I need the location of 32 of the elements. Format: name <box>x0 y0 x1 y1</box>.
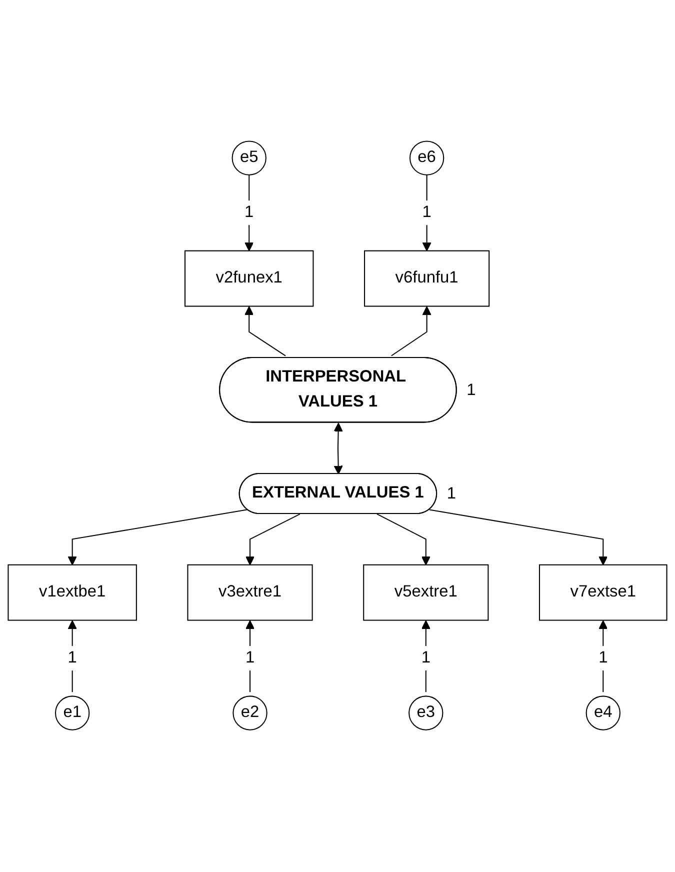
edge-label: 1 <box>421 649 430 667</box>
edge-label: 1 <box>422 204 432 222</box>
arrow <box>244 175 254 252</box>
node-circle: e6 <box>409 141 444 176</box>
edge-label: 1 <box>598 649 608 667</box>
node-circle: e1 <box>54 696 90 731</box>
arrow <box>244 306 286 357</box>
node-box: v2funex1 <box>184 250 314 308</box>
arrow <box>598 620 608 693</box>
node-box: v7extse1 <box>538 564 668 622</box>
variance-label: 1 <box>466 381 476 400</box>
edge-label: 1 <box>68 649 77 667</box>
node-box: v6funfu1 <box>364 250 490 308</box>
edge-label: 1 <box>244 204 254 222</box>
arrow <box>376 514 430 566</box>
variance-label: 1 <box>446 485 456 504</box>
node-circle: e4 <box>586 696 620 731</box>
arrow <box>429 510 608 566</box>
node-circle: e5 <box>232 141 266 176</box>
arrow <box>334 423 343 475</box>
arrow <box>246 514 300 566</box>
arrow <box>422 175 432 252</box>
arrow <box>68 510 248 566</box>
node-box: v1extbe1 <box>8 564 137 622</box>
node-circle: e3 <box>408 696 444 731</box>
arrow <box>421 620 430 693</box>
arrow <box>391 306 432 357</box>
edge-label: 1 <box>245 649 255 667</box>
node-box: v5extre1 <box>363 564 489 622</box>
node-box: v3extre1 <box>187 564 313 622</box>
node-circle: e2 <box>232 696 268 731</box>
arrow <box>68 620 77 693</box>
